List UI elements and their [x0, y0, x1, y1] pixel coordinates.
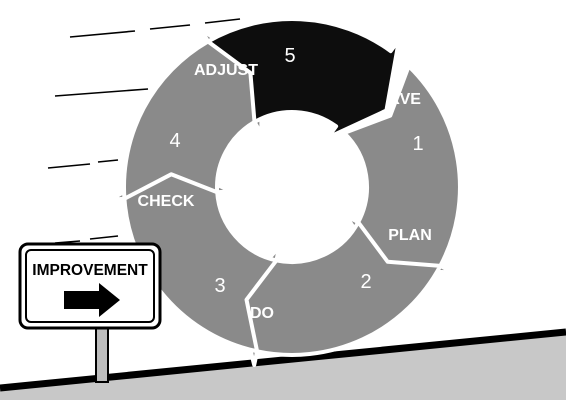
right-arrow-icon [64, 283, 120, 317]
segment-adjust-number: 5 [284, 45, 295, 67]
segment-observe-number: 1 [412, 133, 423, 155]
segment-plan-label: PLAN [388, 227, 432, 244]
segment-adjust-arrow [206, 17, 401, 140]
segment-check-number: 4 [169, 130, 180, 152]
improvement-sign: IMPROVEMENT [18, 242, 162, 383]
sign-board [18, 242, 162, 330]
segment-adjust-label: ADJUST [194, 62, 258, 79]
segment-do-number: 3 [214, 275, 225, 297]
segment-do-label: DO [250, 305, 274, 322]
segment-plan-number: 2 [360, 271, 371, 293]
sign-border-inner [25, 249, 155, 323]
speed-lines [47, 18, 241, 244]
cycle-ring: OBSERVE1PLAN2DO3CHECK4ADJUST5 [108, 17, 462, 367]
ground-edge [0, 328, 566, 392]
sign-text: IMPROVEMENT [32, 262, 148, 279]
segment-check-label: CHECK [138, 193, 195, 210]
